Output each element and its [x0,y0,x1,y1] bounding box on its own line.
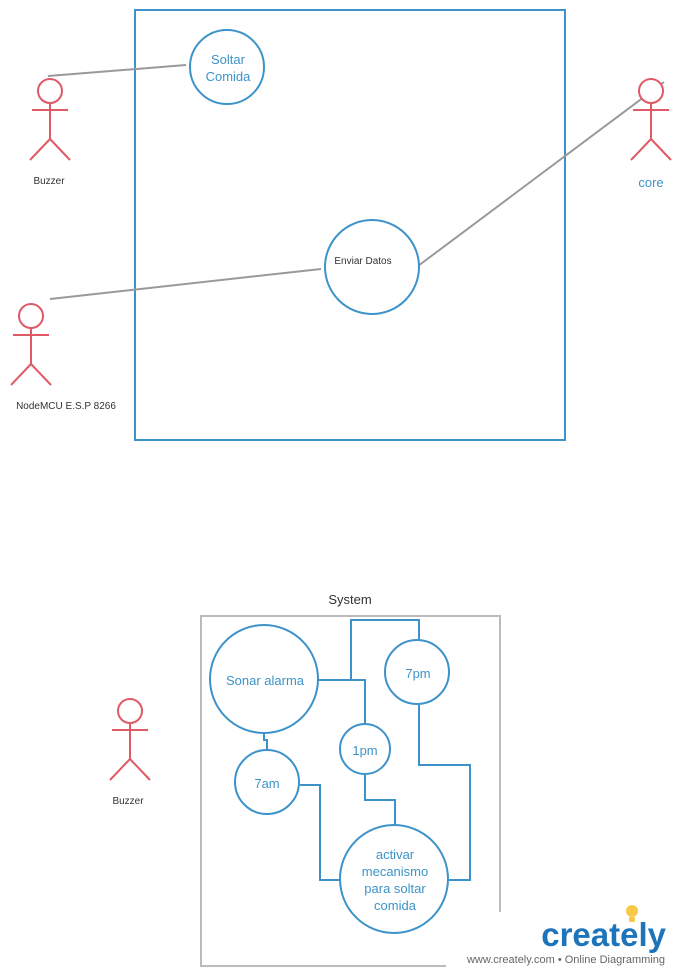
node-7pm[interactable]: 7pm [384,639,450,705]
association-buzzer-soltar [47,64,187,77]
actor-buzzer-top[interactable] [29,78,71,161]
watermark-footer: www.creately.com • Online Diagramming [466,954,665,966]
actor-buzzer-top-label: Buzzer [33,176,65,187]
actor-nodemcu-label: NodeMCU E.S.P 8266 [16,401,116,412]
lightbulb-icon [626,905,638,922]
node-activar-label-3: para soltar [364,881,426,896]
node-activar-label-2: mecanismo [362,864,428,879]
usecase-soltar-label-1: Soltar [211,52,246,67]
creately-logo: creately [541,916,666,953]
association-core-enviar [413,81,665,270]
actor-nodemcu[interactable] [10,303,52,386]
system-label: System [328,592,371,607]
node-activar-label-1: activar [376,847,415,862]
node-activar-label-4: comida [374,898,417,913]
node-1pm-label: 1pm [352,743,377,758]
association-nodemcu-enviar [49,268,322,300]
watermark-backdrop [446,912,680,975]
actor-core[interactable] [630,78,672,161]
node-7am-label: 7am [254,776,279,791]
actor-buzzer-bottom-label: Buzzer [112,796,144,807]
node-activar-mecanismo[interactable]: activar mecanismo para soltar comida [339,824,449,934]
node-sonar-alarma[interactable]: Sonar alarma [209,624,319,734]
node-1pm[interactable]: 1pm [339,723,391,775]
system-boundary-top [134,9,566,441]
usecase-soltar-label-2: Comida [206,69,252,84]
node-7pm-label: 7pm [405,666,430,681]
node-sonar-label: Sonar alarma [226,673,305,688]
usecase-soltar-comida[interactable]: Soltar Comida [189,29,265,105]
node-7am[interactable]: 7am [234,749,300,815]
actor-core-label: core [638,175,663,190]
usecase-enviar-datos[interactable]: Enviar Datos [324,219,420,315]
connectors [263,619,471,881]
usecase-enviar-label: Enviar Datos [334,256,391,267]
actor-buzzer-bottom[interactable] [109,698,151,781]
system-box [200,615,501,967]
